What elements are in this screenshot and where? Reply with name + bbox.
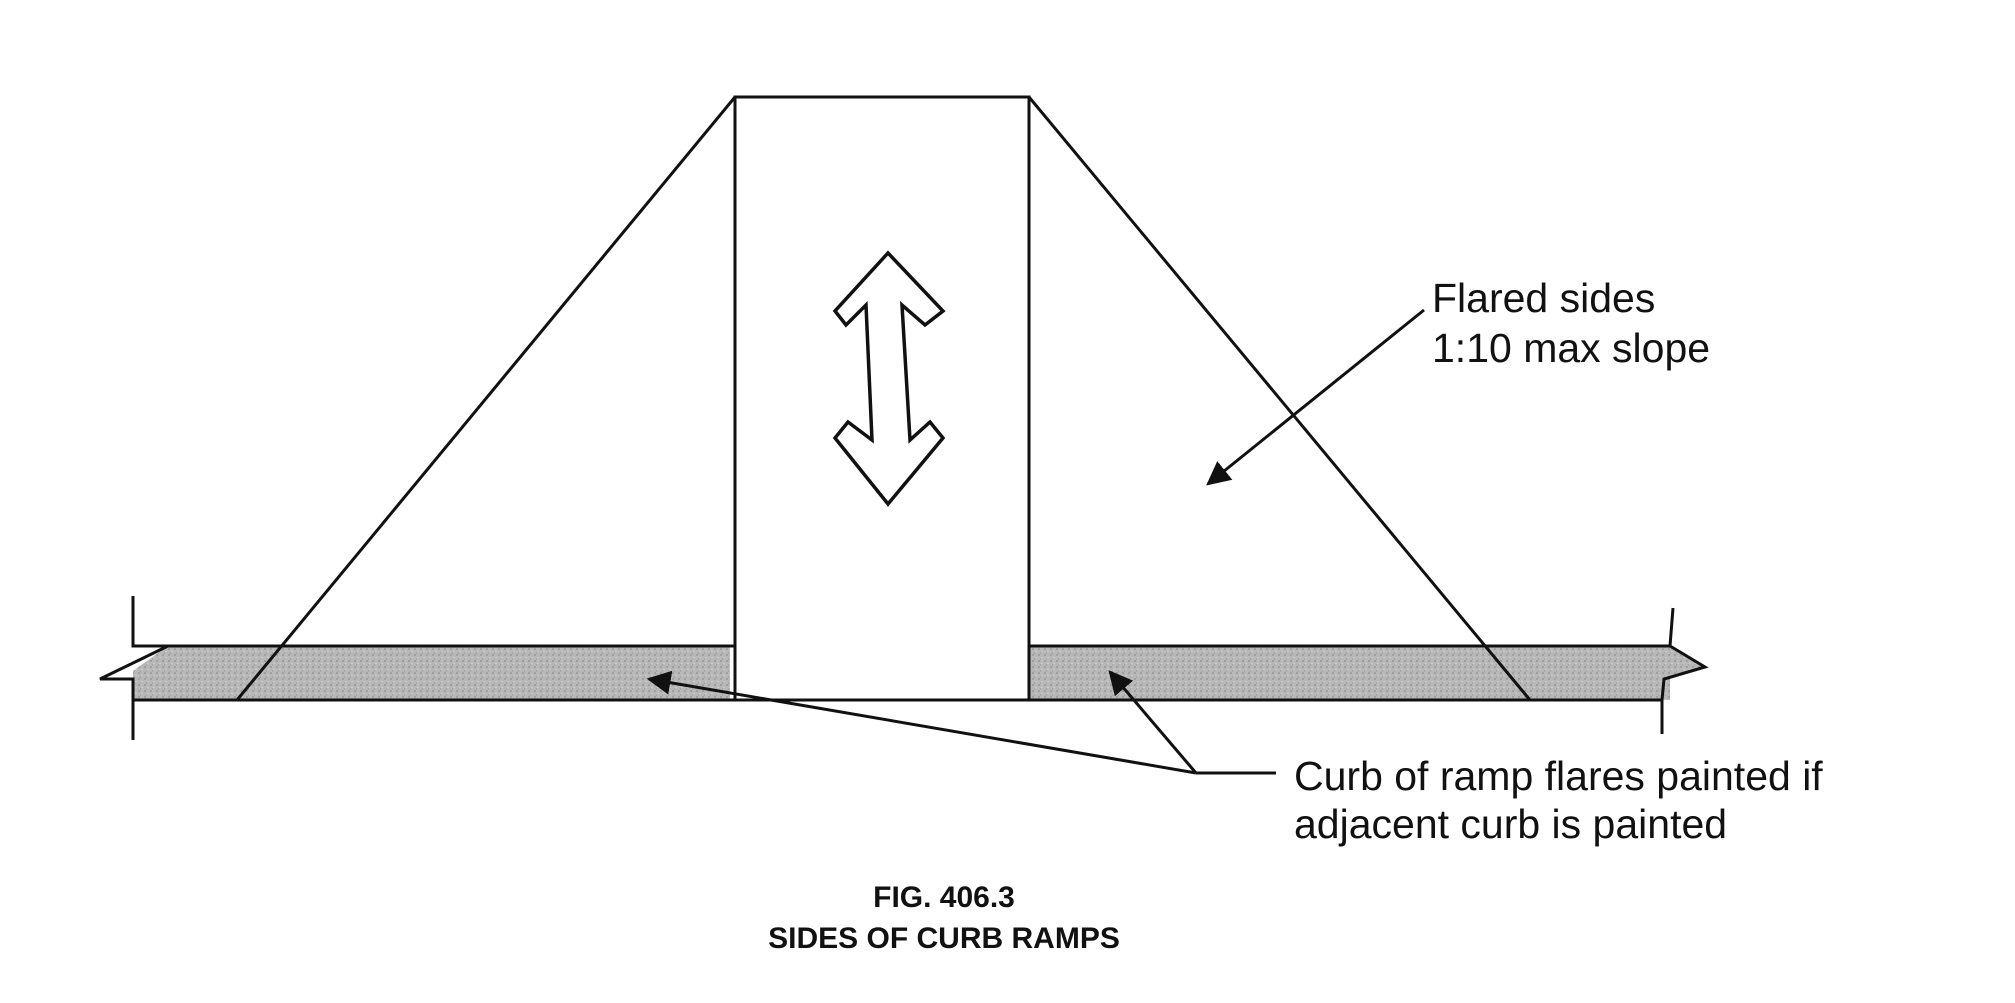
- curb-note-label-line1: Curb of ramp flares painted if: [1294, 753, 1823, 799]
- curb-leader-arrow-left: [646, 670, 1197, 775]
- flared-sides-label-line1: Flared sides: [1432, 275, 1655, 321]
- left-flare-edge: [235, 96, 737, 701]
- right-painted-curb: [1029, 646, 1705, 700]
- curb-note-label-line2: adjacent curb is painted: [1294, 801, 1727, 847]
- left-painted-curb-body: [133, 646, 730, 700]
- right-break-line: [1660, 607, 1709, 734]
- curb-leader-arrow-right: [1108, 670, 1198, 774]
- flared-sides-leader-arrow: [1206, 308, 1425, 486]
- flared-sides-label-line2: 1:10 max slope: [1432, 325, 1710, 371]
- right-flare-edge: [1027, 96, 1532, 701]
- double-headed-arrow-icon: [832, 250, 946, 507]
- figure-number: FIG. 406.3: [873, 881, 1015, 914]
- figure-title: SIDES OF CURB RAMPS: [768, 922, 1120, 955]
